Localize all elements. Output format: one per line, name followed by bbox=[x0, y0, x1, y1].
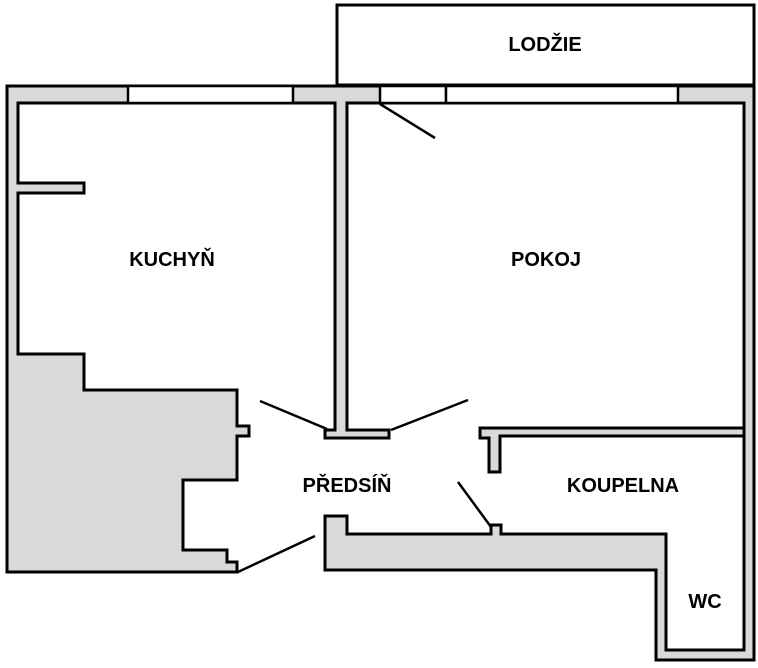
kitchen-door bbox=[259, 399, 328, 431]
bathroom-door bbox=[456, 481, 493, 528]
loggia-door bbox=[379, 102, 436, 140]
room-label-wc: WC bbox=[688, 591, 721, 613]
loggia-outline bbox=[335, 3, 756, 87]
entrance-door bbox=[237, 534, 316, 574]
room-label-predsin: PŘEDSÍŇ bbox=[303, 473, 392, 497]
room-label-pokoj: POKOJ bbox=[511, 249, 581, 271]
room-label-kuchyn: KUCHYŇ bbox=[129, 247, 215, 271]
kitchen-window bbox=[126, 84, 295, 105]
room-label-koupelna: KOUPELNA bbox=[567, 475, 679, 497]
room-label-lodzie: LODŽIE bbox=[508, 32, 581, 56]
room-window-large bbox=[444, 84, 680, 105]
outer-walls bbox=[5, 84, 756, 662]
room-window-small bbox=[378, 84, 448, 105]
bathroom-wall bbox=[478, 426, 746, 474]
room-door bbox=[390, 398, 469, 432]
